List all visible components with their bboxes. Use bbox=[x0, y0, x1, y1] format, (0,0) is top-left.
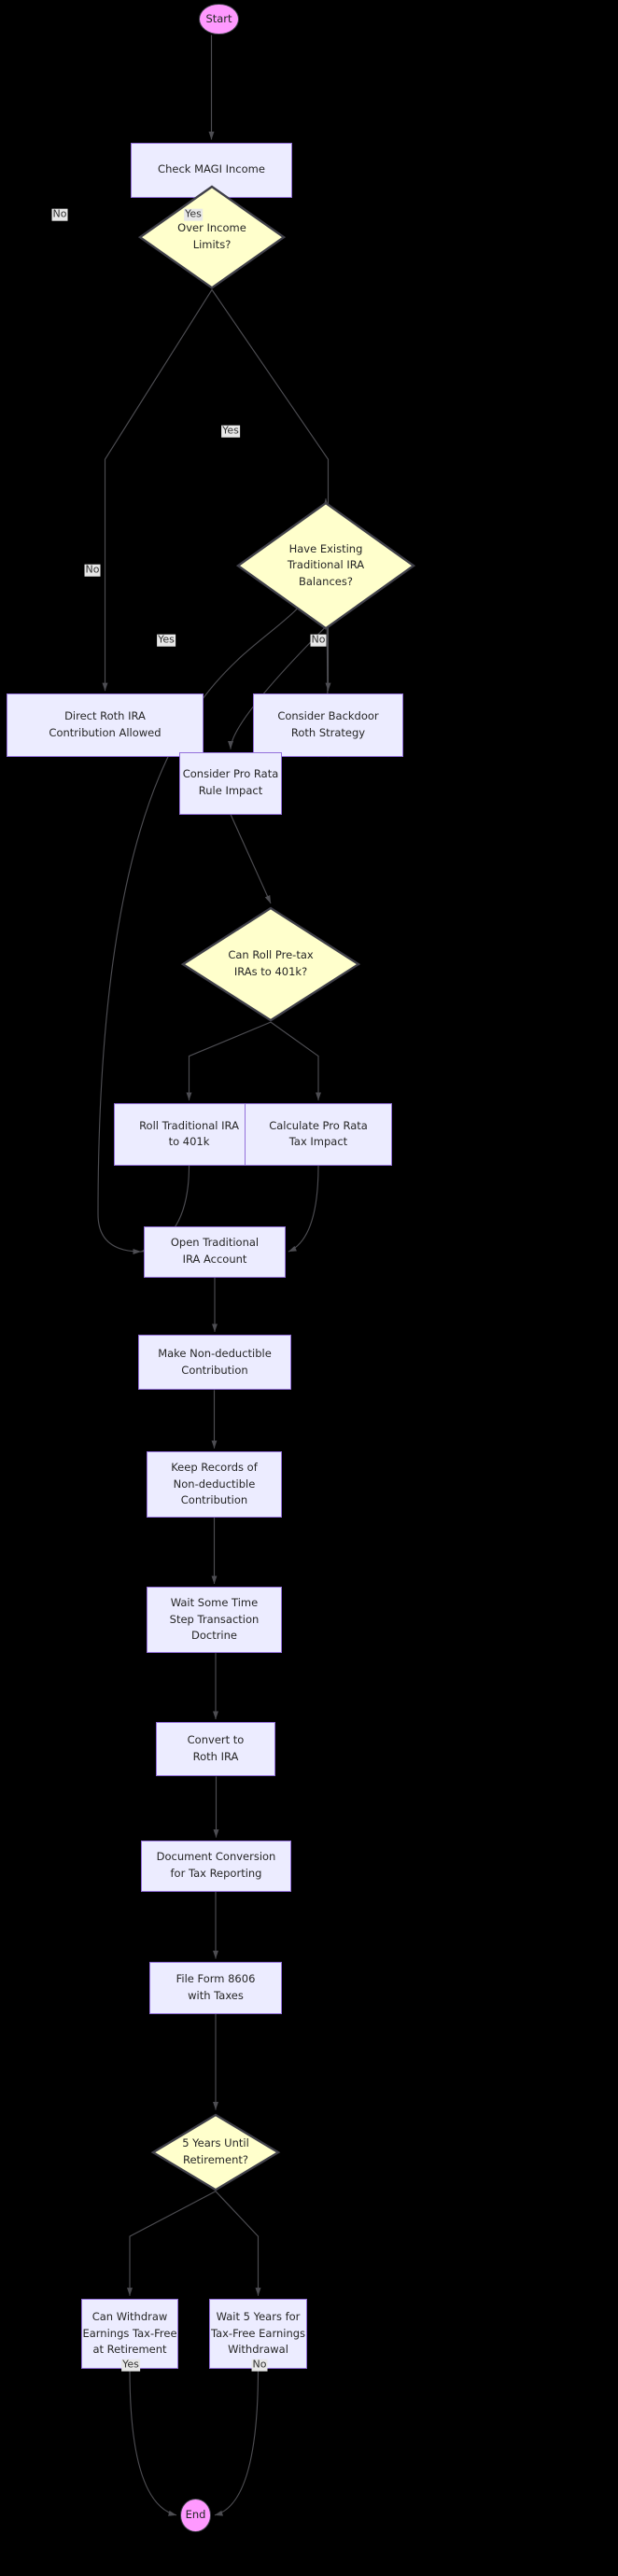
node-can-withdraw-earnings-tax-free-label: Can Withdraw Earnings Tax-Free at Retire… bbox=[82, 2309, 177, 2357]
edge-label-yes-five-years: Yes bbox=[121, 2358, 140, 2372]
node-wait-some-time-step-transaction[interactable]: Wait Some Time Step Transaction Doctrine bbox=[147, 1586, 282, 1654]
node-over-income-limits[interactable]: Over Income Limits? bbox=[137, 185, 287, 289]
node-can-roll-pretax-iras[interactable]: Can Roll Pre-tax IRAs to 401k? bbox=[180, 906, 361, 1022]
node-document-conversion-label: Document Conversion for Tax Reporting bbox=[156, 1850, 276, 1881]
edge-withdraw-free-to-end bbox=[129, 2369, 177, 2516]
edge-can-roll-to-calc-pro-rata bbox=[270, 1021, 321, 1101]
over-income-limits-diamond bbox=[137, 185, 287, 289]
node-open-traditional-ira-account-label: Open Traditional IRA Account bbox=[170, 1236, 260, 1267]
edge-label-yes-have-existing: Yes bbox=[221, 424, 240, 438]
edge-label-no-can-roll: No bbox=[310, 633, 327, 647]
edge-label-yes-over-limits: Yes bbox=[184, 207, 203, 221]
node-consider-backdoor-roth-label: Consider Backdoor Roth Strategy bbox=[277, 709, 379, 740]
node-have-existing-traditional-ira-label: Have Existing Traditional IRA Balances? bbox=[287, 541, 365, 589]
node-end-label: End bbox=[185, 2507, 206, 2521]
node-wait-5-years-tax-free-withdrawal-label: Wait 5 Years for Tax-Free Earnings Withd… bbox=[210, 2309, 306, 2357]
node-make-nondeductible-contribution[interactable]: Make Non-deductible Contribution bbox=[138, 1334, 291, 1391]
edge-calc-pro-rata-to-open-trad bbox=[288, 1165, 319, 1253]
node-roll-traditional-ira-to-401k[interactable]: Roll Traditional IRA to 401k bbox=[114, 1102, 264, 1166]
node-keep-records-nondeductible-label: Keep Records of Non-deductible Contribut… bbox=[171, 1460, 258, 1507]
edge-label-no-have-existing: No bbox=[84, 563, 101, 577]
can-roll-pretax-iras-diamond bbox=[180, 906, 361, 1022]
node-consider-backdoor-roth[interactable]: Consider Backdoor Roth Strategy bbox=[253, 693, 403, 758]
node-wait-5-years-tax-free-withdrawal[interactable]: Wait 5 Years for Tax-Free Earnings Withd… bbox=[209, 2298, 307, 2370]
edge-label-no-five-years: No bbox=[251, 2358, 268, 2372]
node-five-years-until-retirement[interactable]: 5 Years Until Retirement? bbox=[150, 2113, 281, 2191]
edge-five-years-to-wait-5-years bbox=[215, 2191, 261, 2296]
edge-wait-5-years-to-end bbox=[214, 2369, 260, 2516]
node-can-withdraw-earnings-tax-free[interactable]: Can Withdraw Earnings Tax-Free at Retire… bbox=[81, 2298, 178, 2370]
five-years-until-retirement-diamond bbox=[150, 2113, 281, 2191]
node-wait-some-time-step-transaction-label: Wait Some Time Step Transaction Doctrine bbox=[169, 1595, 260, 1643]
node-calculate-pro-rata-tax-impact-label: Calculate Pro Rata Tax Impact bbox=[269, 1118, 368, 1149]
edge-five-years-to-withdraw-free bbox=[127, 2191, 217, 2296]
edge-over-limits-to-direct-roth bbox=[102, 289, 213, 692]
node-document-conversion[interactable]: Document Conversion for Tax Reporting bbox=[141, 1840, 291, 1892]
node-end[interactable]: End bbox=[180, 2499, 211, 2532]
node-start-label: Start bbox=[205, 11, 232, 25]
node-calculate-pro-rata-tax-impact[interactable]: Calculate Pro Rata Tax Impact bbox=[245, 1102, 392, 1166]
node-file-form-8606[interactable]: File Form 8606 with Taxes bbox=[149, 1961, 282, 2014]
node-check-magi-income-label: Check MAGI Income bbox=[158, 162, 265, 176]
node-keep-records-nondeductible[interactable]: Keep Records of Non-deductible Contribut… bbox=[147, 1450, 282, 1519]
node-direct-roth-ira-label: Direct Roth IRA Contribution Allowed bbox=[49, 709, 162, 740]
node-convert-to-roth-ira-label: Convert to Roth IRA bbox=[187, 1733, 245, 1764]
node-convert-to-roth-ira[interactable]: Convert to Roth IRA bbox=[156, 1722, 275, 1777]
node-can-roll-pretax-iras-label: Can Roll Pre-tax IRAs to 401k? bbox=[228, 948, 314, 979]
node-start[interactable]: Start bbox=[199, 4, 239, 35]
node-file-form-8606-label: File Form 8606 with Taxes bbox=[176, 1971, 256, 2002]
edge-label-yes-can-roll: Yes bbox=[157, 633, 176, 647]
node-have-existing-traditional-ira[interactable]: Have Existing Traditional IRA Balances? bbox=[235, 501, 416, 630]
have-existing-traditional-ira-diamond bbox=[235, 501, 416, 630]
node-make-nondeductible-contribution-label: Make Non-deductible Contribution bbox=[158, 1346, 272, 1377]
node-consider-pro-rata-rule-label: Consider Pro Rata Rule Impact bbox=[182, 767, 279, 798]
node-roll-traditional-ira-to-401k-label: Roll Traditional IRA to 401k bbox=[139, 1118, 239, 1149]
node-consider-pro-rata-rule[interactable]: Consider Pro Rata Rule Impact bbox=[179, 751, 282, 815]
edge-can-roll-to-roll-401k bbox=[186, 1021, 272, 1101]
node-open-traditional-ira-account[interactable]: Open Traditional IRA Account bbox=[144, 1225, 286, 1278]
node-direct-roth-ira[interactable]: Direct Roth IRA Contribution Allowed bbox=[7, 693, 204, 758]
edge-over-limits-to-backdoor bbox=[211, 289, 331, 692]
node-over-income-limits-label: Over Income Limits? bbox=[177, 221, 246, 252]
edge-pro-rata-to-can-roll bbox=[230, 814, 272, 904]
edge-label-no-over-limits: No bbox=[51, 207, 68, 221]
node-five-years-until-retirement-label: 5 Years Until Retirement? bbox=[182, 2135, 249, 2166]
